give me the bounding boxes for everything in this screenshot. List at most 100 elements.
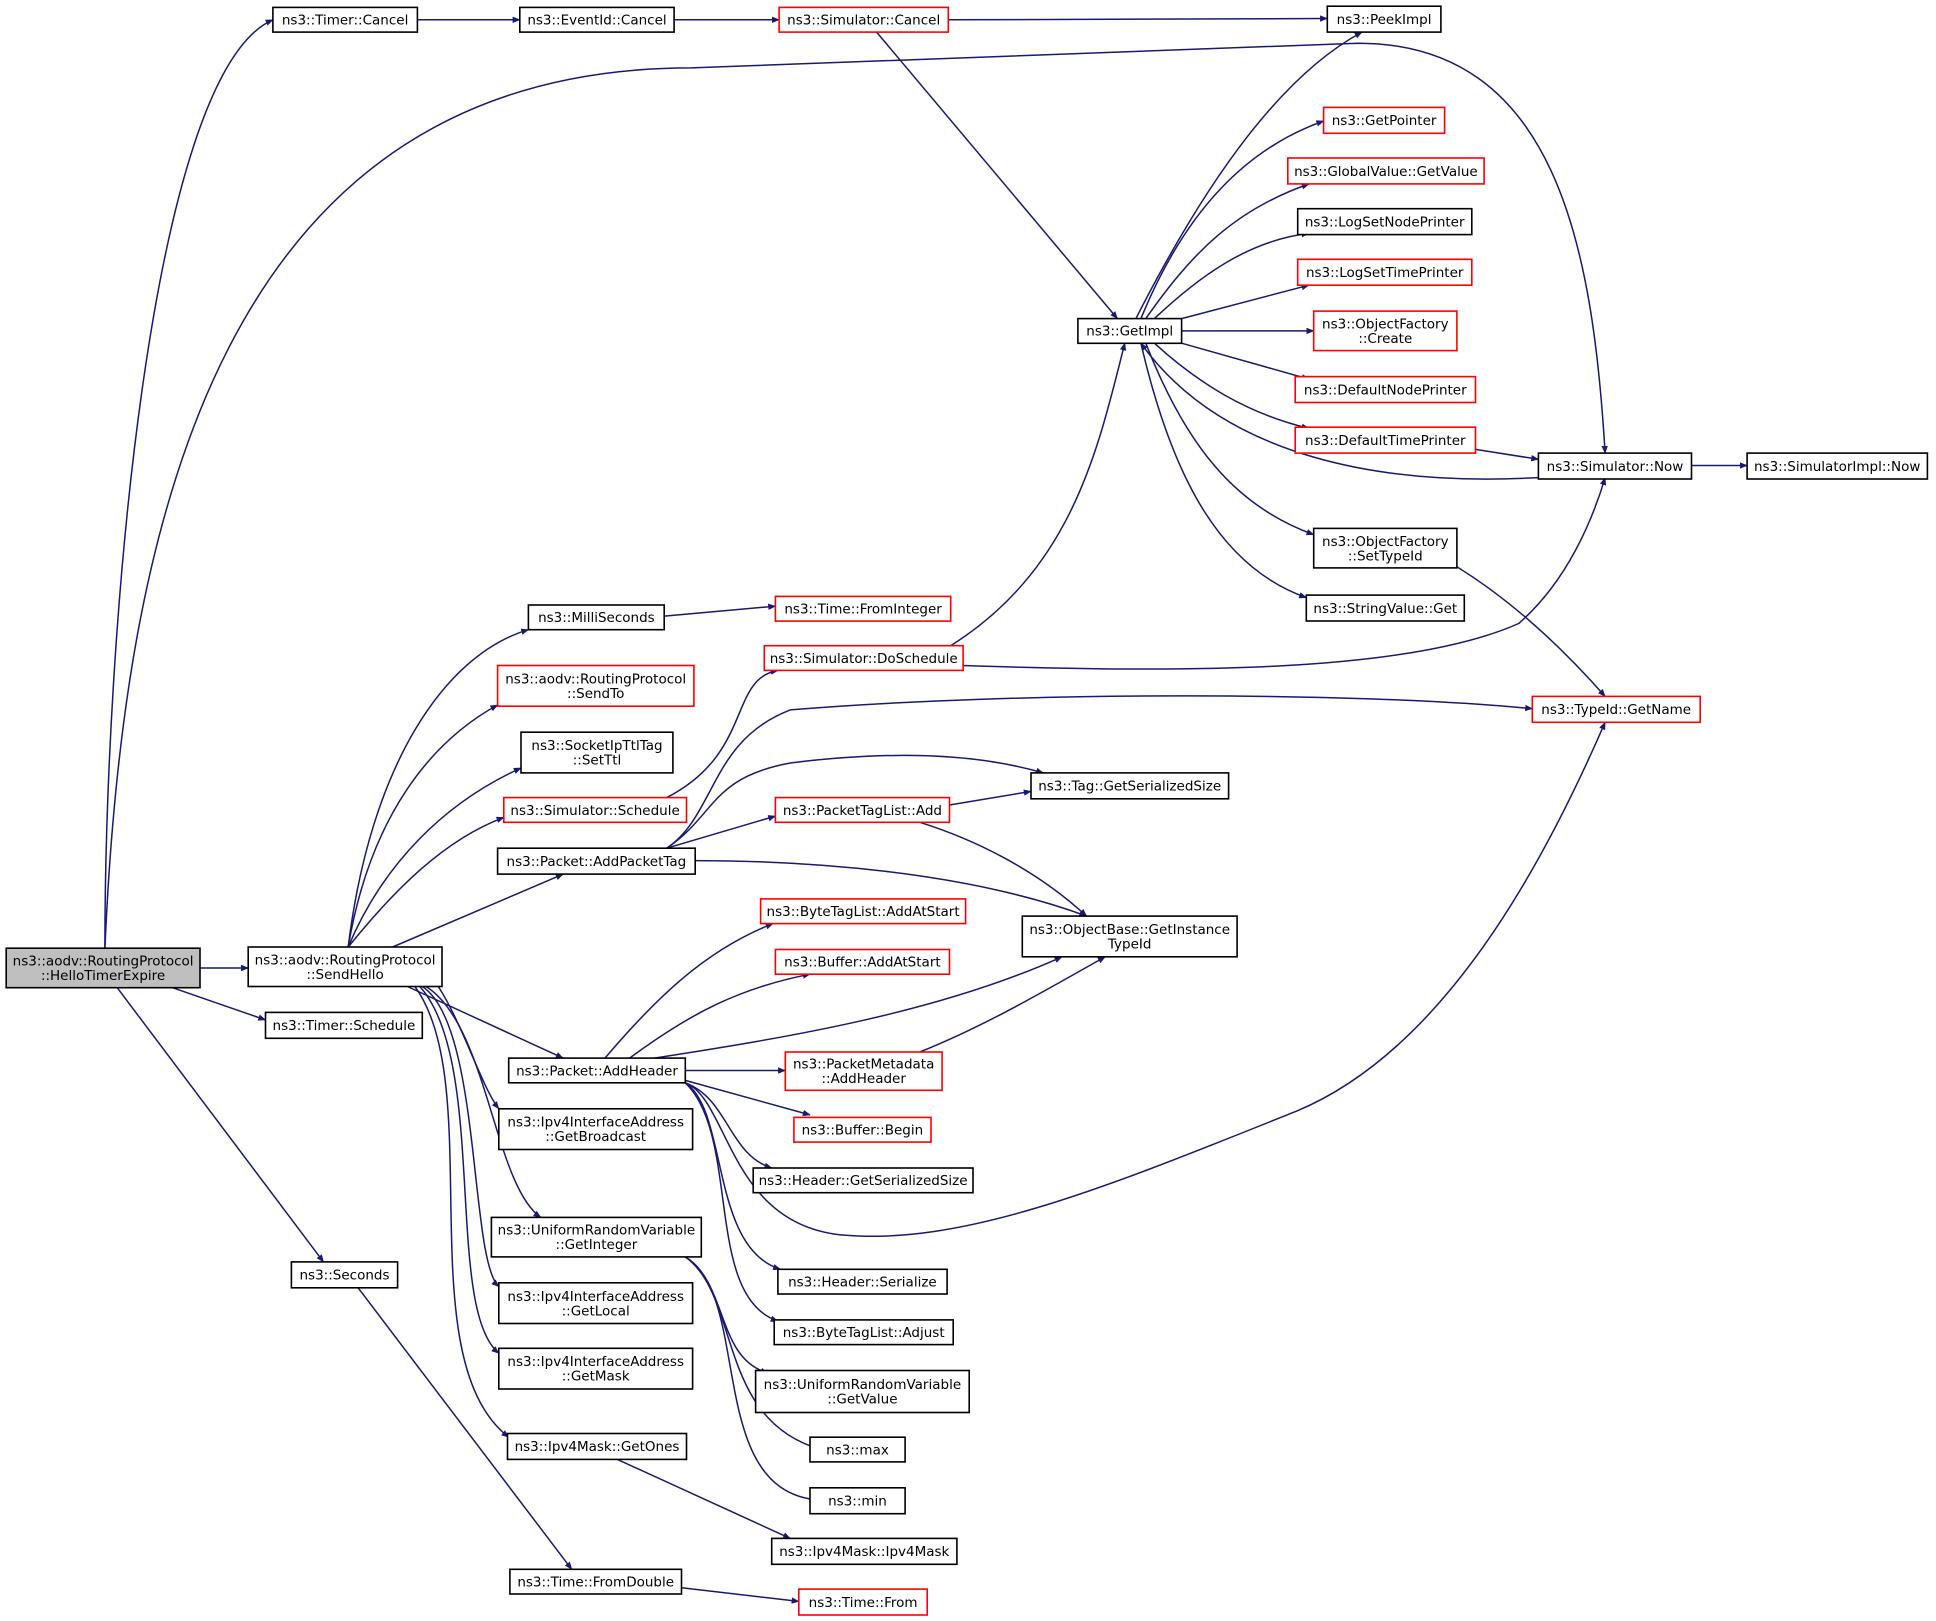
edge-sim_doschedule-to-sim_now <box>963 477 1607 670</box>
node-sim_now[interactable]: ns3::Simulator::Now <box>1537 452 1693 480</box>
node-globalvalue[interactable]: ns3::GlobalValue::GetValue <box>1287 157 1485 185</box>
node-box <box>497 1347 694 1390</box>
edge-getimpl-to-defaultnode <box>1181 342 1310 381</box>
edge-packet_addheader-to-bytetaglist_adjust <box>684 1082 779 1322</box>
node-root[interactable]: ns3::aodv::RoutingProtocol::HelloTimerEx… <box>5 947 201 989</box>
node-box <box>797 1588 928 1616</box>
node-label: ns3::Tag::GetSerializedSize <box>1038 779 1221 795</box>
node-box <box>774 796 951 824</box>
edge-root-to-timer_schedule <box>172 987 267 1021</box>
node-box <box>773 1319 955 1346</box>
node-sendhello[interactable]: ns3::aodv::RoutingProtocol::SendHello <box>247 946 443 988</box>
node-typeid_getname[interactable]: ns3::TypeId::GetName <box>1531 695 1702 724</box>
edge-addpackettag-to-objectbase_getinstancetypeid <box>695 859 1088 917</box>
edge-sim_cancel-to-peekimpl <box>948 15 1329 22</box>
node-bytetaglist_adjust[interactable]: ns3::ByteTagList::Adjust <box>773 1319 955 1346</box>
node-label: ns3::LogSetNodePrinter <box>1305 214 1465 230</box>
node-urv_getvalue[interactable]: ns3::UniformRandomVariable::GetValue <box>754 1369 970 1414</box>
edge-sim_now-to-getimpl <box>1140 342 1554 480</box>
node-sendto[interactable]: ns3::aodv::RoutingProtocol::SendTo <box>496 664 695 708</box>
node-label: ::SendTo <box>567 686 624 702</box>
node-label: ns3::SocketIpTtlTag <box>531 738 662 754</box>
node-ipv4ifaddr_getmask[interactable]: ns3::Ipv4InterfaceAddress::GetMask <box>497 1347 694 1390</box>
edge-sendhello-to-ipv4ifaddr_getmask <box>419 985 500 1354</box>
node-min[interactable]: ns3::min <box>809 1487 906 1515</box>
node-socketipttltag[interactable]: ns3::SocketIpTtlTag::SetTtl <box>520 731 674 774</box>
node-box <box>518 6 675 33</box>
node-defaulttime[interactable]: ns3::DefaultTimePrinter <box>1294 426 1477 454</box>
node-header_getserializedsize[interactable]: ns3::Header::GetSerializedSize <box>752 1167 974 1194</box>
node-urv_getinteger[interactable]: ns3::UniformRandomVariable::GetInteger <box>490 1216 703 1258</box>
node-label: ns3::Simulator::DoSchedule <box>770 651 958 667</box>
node-label: ns3::Time::FromInteger <box>784 602 942 618</box>
node-box <box>496 847 697 875</box>
node-getpointer[interactable]: ns3::GetPointer <box>1322 106 1446 135</box>
node-ipv4ifaddr_getlocal[interactable]: ns3::Ipv4InterfaceAddress::GetLocal <box>497 1282 694 1325</box>
node-milliseconds[interactable]: ns3::MilliSeconds <box>527 604 666 631</box>
node-timer_schedule[interactable]: ns3::Timer::Schedule <box>264 1011 424 1040</box>
node-sim_doschedule[interactable]: ns3::Simulator::DoSchedule <box>763 644 964 672</box>
node-label: ::SendHello <box>306 967 383 983</box>
node-sim_schedule[interactable]: ns3::Simulator::Schedule <box>502 796 688 824</box>
edge-packet_addheader-to-buffer_addatstart <box>629 972 811 1059</box>
node-defaultnode[interactable]: ns3::DefaultNodePrinter <box>1294 375 1477 404</box>
node-ipv4mask_ipv4mask[interactable]: ns3::Ipv4Mask::Ipv4Mask <box>770 1537 958 1566</box>
node-ipv4ifaddr_getbroadcast[interactable]: ns3::Ipv4InterfaceAddress::GetBroadcast <box>497 1108 694 1151</box>
node-objfactory_settypeid[interactable]: ns3::ObjectFactory::SetTypeId <box>1312 527 1458 569</box>
node-timer_cancel[interactable]: ns3::Timer::Cancel <box>272 6 419 33</box>
node-getimpl[interactable]: ns3::GetImpl <box>1077 317 1183 345</box>
node-label: ns3::UniformRandomVariable <box>498 1223 696 1239</box>
node-ipv4mask_getones[interactable]: ns3::Ipv4Mask::GetOnes <box>506 1432 688 1461</box>
node-addpackettag[interactable]: ns3::Packet::AddPacketTag <box>496 847 697 875</box>
edge-root-to-seconds <box>116 987 325 1263</box>
node-buffer_begin[interactable]: ns3::Buffer::Begin <box>793 1116 932 1143</box>
node-packettaglist_add[interactable]: ns3::PacketTagList::Add <box>774 796 951 824</box>
edge-packet_addheader-to-header_getserializedsize <box>685 1082 773 1169</box>
node-label: ::SetTypeId <box>1348 548 1423 564</box>
node-label: ns3::GetImpl <box>1086 324 1173 340</box>
edge-packet_addheader-to-bytetaglist_addatstart <box>604 922 774 1059</box>
node-box <box>272 6 419 33</box>
node-label: ns3::aodv::RoutingProtocol <box>13 954 194 970</box>
edge-getimpl-to-objfactory_settypeid <box>1145 342 1315 536</box>
edge-addpackettag-to-packettaglist_add <box>666 815 777 849</box>
node-packet_addheader[interactable]: ns3::Packet::AddHeader <box>507 1057 687 1084</box>
node-time_from[interactable]: ns3::Time::From <box>797 1588 928 1616</box>
node-label: ns3::MilliSeconds <box>538 610 655 626</box>
node-box <box>496 664 695 708</box>
node-packetmetadata_addheader[interactable]: ns3::PacketMetadata::AddHeader <box>784 1051 943 1092</box>
node-logsettime[interactable]: ns3::LogSetTimePrinter <box>1296 258 1473 286</box>
node-max[interactable]: ns3::max <box>809 1436 906 1463</box>
edge-packettaglist_add-to-tag_getserializedsize <box>949 789 1032 806</box>
node-box <box>759 898 967 925</box>
edge-sendhello-to-socketipttltag <box>347 767 522 948</box>
node-stringvalue_get[interactable]: ns3::StringValue::Get <box>1305 594 1466 622</box>
node-tag_getserializedsize[interactable]: ns3::Tag::GetSerializedSize <box>1030 772 1230 800</box>
node-box <box>290 1261 399 1289</box>
edge-root-to-sim_now <box>104 42 1608 949</box>
edge-defaulttime-to-sim_now <box>1475 448 1540 462</box>
node-bytetaglist_addatstart[interactable]: ns3::ByteTagList::AddAtStart <box>759 898 967 925</box>
edge-sendhello-to-packet_addheader <box>407 985 564 1059</box>
node-logsetnode[interactable]: ns3::LogSetNodePrinter <box>1296 207 1473 236</box>
node-time_frominteger[interactable]: ns3::Time::FromInteger <box>774 595 952 622</box>
node-eventid_cancel[interactable]: ns3::EventId::Cancel <box>518 6 675 33</box>
edge-sendhello-to-sim_schedule <box>347 816 505 948</box>
node-seconds[interactable]: ns3::Seconds <box>290 1261 399 1289</box>
edge-packet_addheader-to-buffer_begin <box>685 1079 811 1117</box>
node-label: ns3::max <box>826 1442 889 1458</box>
node-box <box>497 1108 694 1151</box>
node-box <box>809 1487 906 1515</box>
node-box <box>506 1432 688 1461</box>
node-time_fromdouble[interactable]: ns3::Time::FromDouble <box>509 1568 683 1595</box>
node-buffer_addatstart[interactable]: ns3::Buffer::AddAtStart <box>774 948 951 976</box>
node-peekimpl[interactable]: ns3::PeekImpl <box>1326 5 1442 33</box>
node-box <box>1537 452 1693 480</box>
node-sim_cancel[interactable]: ns3::Simulator::Cancel <box>778 6 950 33</box>
node-box <box>777 1268 948 1295</box>
node-label: ns3::Seconds <box>300 1268 390 1284</box>
node-header_serialize[interactable]: ns3::Header::Serialize <box>777 1268 948 1295</box>
node-objfactory_create[interactable]: ns3::ObjectFactory::Create <box>1312 310 1458 352</box>
node-simimpl_now[interactable]: ns3::SimulatorImpl::Now <box>1746 452 1929 480</box>
